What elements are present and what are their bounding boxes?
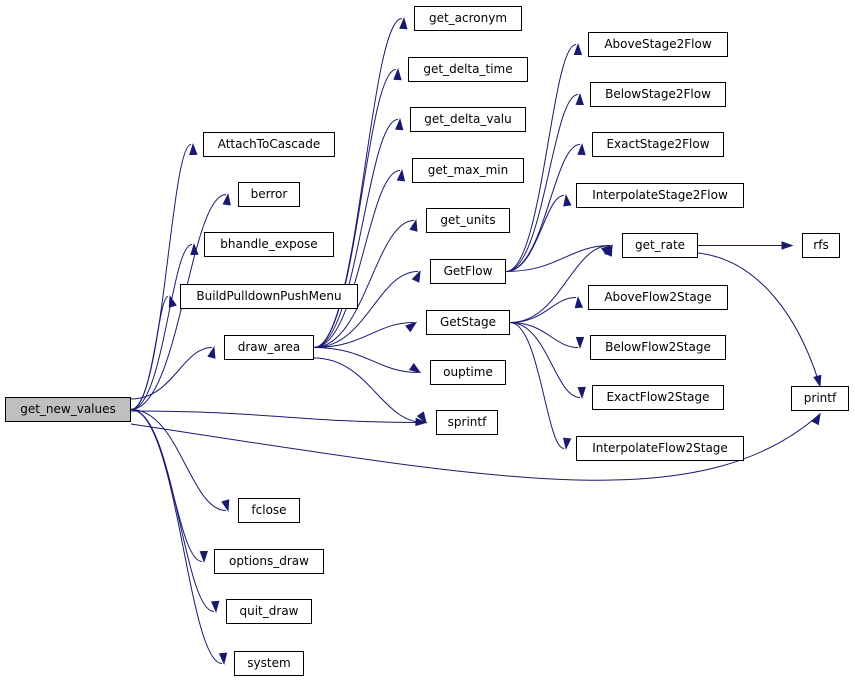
- edge-draw_area-to-sprintf: [313, 357, 425, 423]
- arrowhead-GetFlow-to-ExactStage2Flow: [577, 142, 586, 156]
- edge-draw_area-to-GetStage: [313, 322, 415, 348]
- edge-draw_area-to-ouptime: [313, 347, 419, 373]
- node-interpolate-stage2-flow[interactable]: InterpolateStage2Flow: [576, 183, 744, 208]
- node-build-pulldown-push-menu[interactable]: BuildPulldownPushMenu: [180, 284, 358, 309]
- arrowhead-GetStage-to-BelowFlow2Stage: [575, 337, 585, 350]
- edge-GetStage-to-AboveFlow2Stage: [509, 297, 577, 323]
- arrowhead-get_new_values-to-berror: [222, 192, 231, 206]
- edge-get_new_values-to-system: [130, 409, 223, 664]
- node-draw-area[interactable]: draw_area: [224, 335, 314, 360]
- arrowhead-draw_area-to-get_delta_time: [393, 67, 402, 81]
- node-get-max-min[interactable]: get_max_min: [412, 158, 524, 183]
- arrowhead-GetStage-to-get_rate: [604, 244, 613, 257]
- edge-get_new_values-to-printf: [130, 413, 821, 481]
- edge-get_new_values-to-bhandle_expose: [130, 244, 193, 410]
- edge-GetStage-to-ExactFlow2Stage: [509, 322, 581, 398]
- node-get-new-values: get_new_values: [5, 397, 131, 422]
- arrowhead-draw_area-to-ouptime: [408, 363, 422, 374]
- edge-draw_area-to-get_units: [313, 220, 415, 348]
- edge-draw_area-to-GetFlow: [313, 271, 419, 348]
- edge-GetStage-to-get_rate: [509, 245, 611, 323]
- node-below-stage2-flow[interactable]: BelowStage2Flow: [590, 82, 726, 107]
- node-above-stage2-flow[interactable]: AboveStage2Flow: [588, 32, 728, 57]
- edge-get_new_values-to-draw_area: [130, 347, 213, 400]
- node-interpolate-flow2-stage[interactable]: InterpolateFlow2Stage: [576, 436, 744, 461]
- edge-get_new_values-to-AttachToCascade: [130, 144, 192, 410]
- arrowhead-get_new_values-to-bhandle_expose: [190, 242, 199, 256]
- edge-draw_area-to-get_delta_valu: [313, 119, 399, 348]
- edge-GetStage-to-InterpolateFlow2Stage: [509, 322, 565, 449]
- node-below-flow2-stage[interactable]: BelowFlow2Stage: [590, 335, 726, 360]
- edge-get_new_values-to-quit_draw: [130, 409, 215, 612]
- node-printf[interactable]: printf: [791, 386, 849, 411]
- node-exact-flow2-stage[interactable]: ExactFlow2Stage: [592, 385, 724, 410]
- edge-GetFlow-to-get_rate: [505, 245, 611, 272]
- arrowhead-draw_area-to-get_max_min: [396, 168, 406, 182]
- arrowhead-GetFlow-to-BelowStage2Flow: [575, 92, 584, 106]
- arrowhead-get_rate-to-rfs: [781, 241, 794, 250]
- arrowhead-draw_area-to-get_delta_valu: [395, 117, 404, 131]
- node-get-delta-valu[interactable]: get_delta_valu: [410, 107, 526, 132]
- arrowhead-get_new_values-to-fclose: [221, 499, 230, 512]
- node-get-units[interactable]: get_units: [426, 208, 510, 233]
- arrowhead-get_rate-to-printf: [813, 374, 822, 388]
- arrowhead-get_new_values-to-AttachToCascade: [189, 142, 198, 156]
- node-fclose[interactable]: fclose: [238, 498, 300, 523]
- edge-GetFlow-to-ExactStage2Flow: [505, 144, 581, 272]
- edge-GetFlow-to-InterpolateStage2Flow: [505, 195, 565, 272]
- node-system[interactable]: system: [234, 651, 304, 676]
- node-get-delta-time[interactable]: get_delta_time: [408, 57, 528, 82]
- edge-GetFlow-to-AboveStage2Flow: [505, 44, 577, 272]
- arrowhead-GetStage-to-InterpolateFlow2Stage: [562, 437, 572, 451]
- node-quit-draw[interactable]: quit_draw: [226, 599, 312, 624]
- edge-get_new_values-to-BuildPulldownPushMenu: [130, 296, 169, 410]
- arrowhead-GetFlow-to-InterpolateStage2Flow: [563, 193, 572, 207]
- node-sprintf[interactable]: sprintf: [436, 410, 498, 435]
- node-exact-stage2-flow[interactable]: ExactStage2Flow: [592, 132, 724, 157]
- node-get-rate[interactable]: get_rate: [622, 233, 698, 258]
- arrowhead-get_new_values-to-options_draw: [199, 550, 208, 564]
- node-options-draw[interactable]: options_draw: [214, 549, 324, 574]
- node-attach-to-cascade[interactable]: AttachToCascade: [203, 132, 335, 157]
- node-get-flow[interactable]: GetFlow: [430, 259, 506, 284]
- edge-GetFlow-to-BelowStage2Flow: [505, 94, 579, 272]
- arrowhead-GetFlow-to-AboveStage2Flow: [573, 42, 583, 56]
- edge-layer: [130, 16, 822, 666]
- node-bhandle-expose[interactable]: bhandle_expose: [204, 232, 334, 257]
- node-ouptime[interactable]: ouptime: [430, 360, 506, 385]
- arrowhead-get_new_values-to-draw_area: [207, 346, 216, 359]
- arrowhead-draw_area-to-get_units: [409, 219, 418, 232]
- edge-draw_area-to-get_delta_time: [313, 69, 397, 348]
- arrowhead-draw_area-to-get_acronym: [399, 16, 408, 30]
- arrowhead-GetStage-to-ExactFlow2Stage: [577, 386, 586, 400]
- arrowhead-get_new_values-to-system: [218, 652, 228, 666]
- node-rfs[interactable]: rfs: [802, 233, 840, 258]
- node-above-flow2-stage[interactable]: AboveFlow2Stage: [588, 285, 728, 310]
- node-get-acronym[interactable]: get_acronym: [414, 6, 522, 31]
- arrowhead-GetStage-to-AboveFlow2Stage: [574, 295, 584, 309]
- edge-get_new_values-to-fclose: [130, 409, 227, 511]
- arrowhead-draw_area-to-GetStage: [405, 321, 418, 333]
- edge-GetStage-to-BelowFlow2Stage: [509, 322, 579, 348]
- edge-draw_area-to-get_max_min: [313, 170, 401, 348]
- node-berror[interactable]: berror: [238, 182, 300, 207]
- arrowhead-draw_area-to-GetFlow: [411, 270, 421, 283]
- arrowhead-get_new_values-to-BuildPulldownPushMenu: [168, 295, 177, 308]
- node-get-stage[interactable]: GetStage: [426, 310, 510, 335]
- arrowhead-get_new_values-to-printf: [811, 412, 821, 426]
- arrowhead-get_new_values-to-quit_draw: [211, 600, 220, 614]
- arrowhead-draw_area-to-sprintf: [416, 411, 427, 424]
- edge-get_new_values-to-sprintf: [130, 410, 425, 423]
- edge-get_rate-to-printf: [697, 252, 821, 387]
